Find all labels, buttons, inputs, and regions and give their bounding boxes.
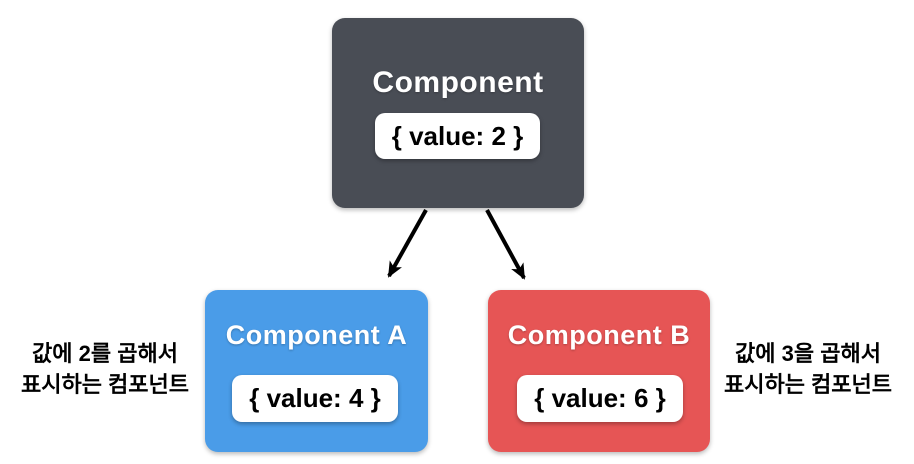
component-b-title: Component B [507, 320, 691, 350]
parent-props-pill: { value: 2 } [375, 113, 540, 159]
arrow-parent-to-a [387, 209, 428, 278]
annotation-b-line1: 값에 3을 곱해서 [735, 341, 881, 366]
annotation-b-line2: 표시하는 컴포넌트 [723, 372, 893, 397]
component-a-props-pill: { value: 4 } [232, 375, 398, 422]
annotation-component-a: 값에 2를 곱해서 표시하는 컴포넌트 [0, 338, 210, 400]
annotation-a-line1: 값에 2를 곱해서 [32, 341, 178, 366]
annotation-component-b: 값에 3을 곱해서 표시하는 컴포넌트 [703, 338, 913, 400]
parent-component-box: Component { value: 2 } [332, 18, 584, 208]
arrow-parent-to-b [485, 209, 526, 280]
component-b-props-pill: { value: 6 } [517, 375, 683, 422]
component-a-box: Component A { value: 4 } [205, 290, 428, 452]
annotation-a-line2: 표시하는 컴포넌트 [20, 372, 190, 397]
component-a-props-value: { value: 4 } [249, 383, 381, 413]
component-b-box: Component B { value: 6 } [488, 290, 710, 452]
parent-props-value: { value: 2 } [391, 120, 524, 151]
component-a-title: Component A [225, 320, 408, 350]
component-b-props-value: { value: 6 } [534, 383, 666, 413]
parent-component-title: Component [372, 66, 544, 99]
